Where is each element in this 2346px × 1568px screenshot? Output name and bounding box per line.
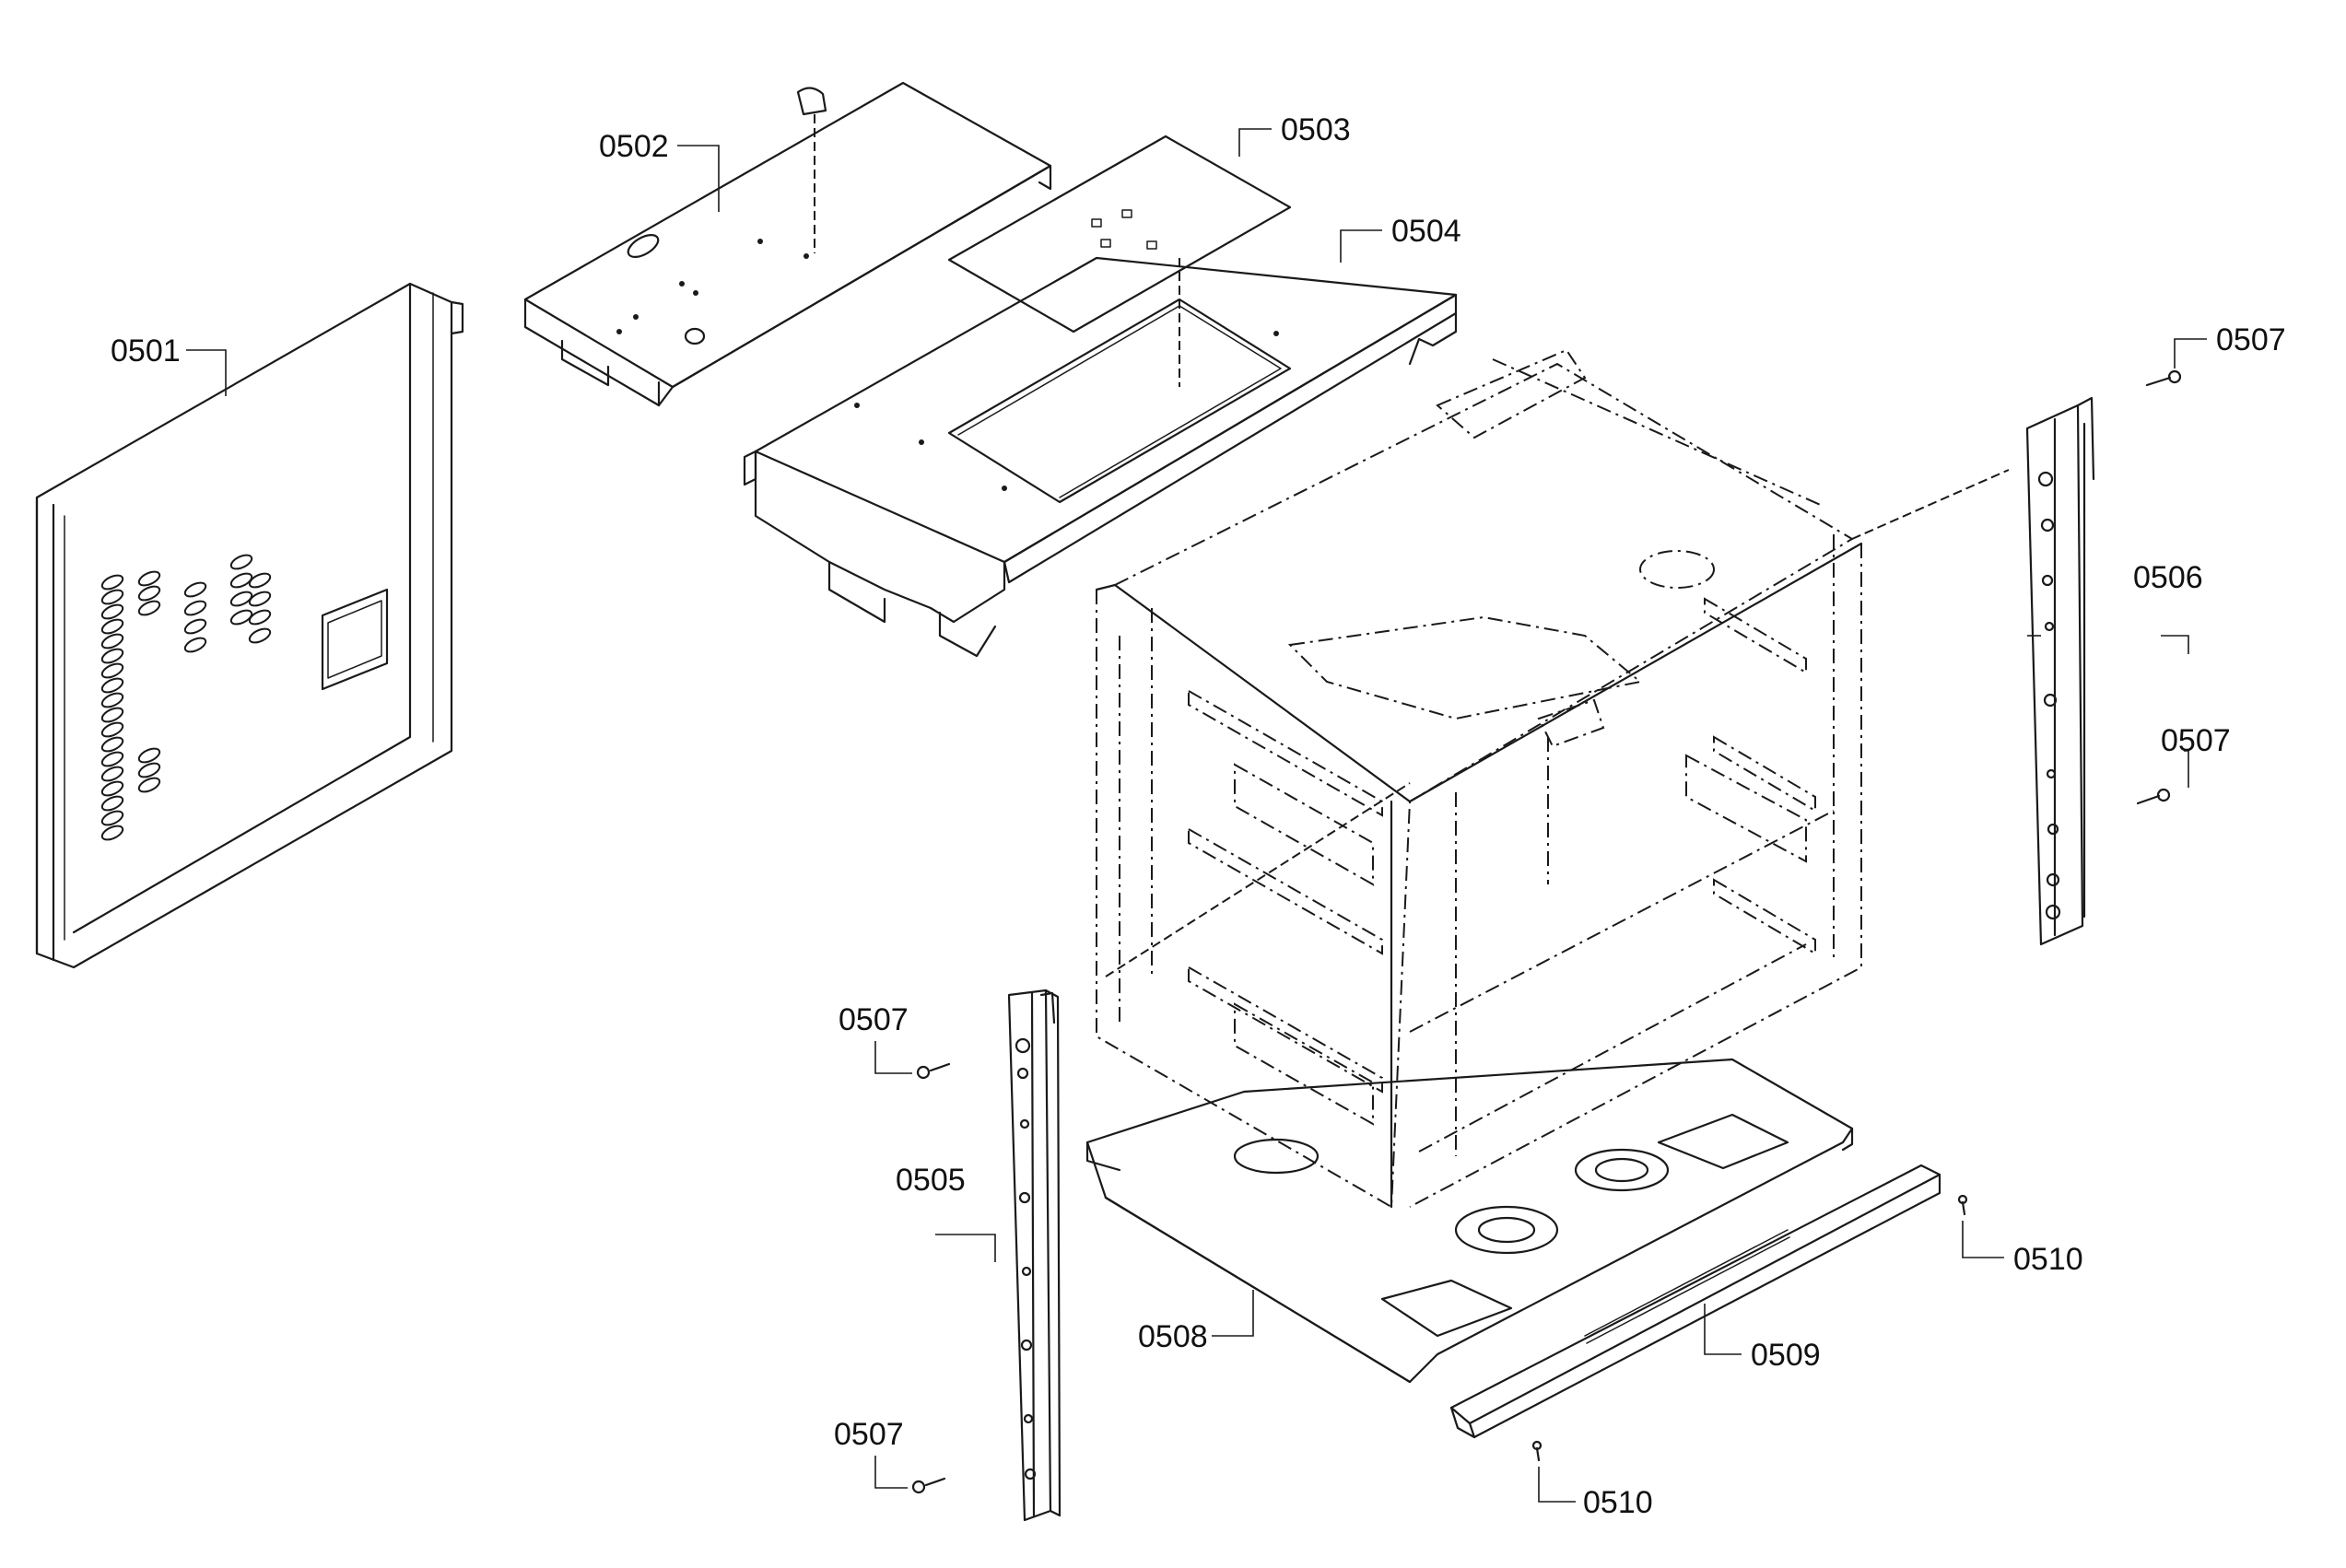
louver-slot: [229, 572, 253, 589]
louver-slot: [100, 662, 124, 679]
louver-slot: [137, 585, 161, 602]
louver-slot: [100, 780, 124, 797]
callout-0508: 0508: [1138, 1319, 1208, 1354]
embossed-rail: [1713, 735, 1816, 813]
leader-lines: [186, 128, 2207, 1503]
part-0506-side-rail-right: [2025, 396, 2095, 946]
screw-0507-left-lower: [911, 1477, 946, 1494]
part-0504-top-frame: [743, 256, 1458, 658]
louver-slot: [229, 609, 253, 626]
louver-slot: [229, 554, 253, 570]
louver-slot: [137, 777, 161, 793]
callout-0510-lower: 0510: [1583, 1485, 1653, 1520]
louver-slot: [100, 825, 124, 841]
louver-slot: [183, 581, 207, 598]
louver-slot: [100, 589, 124, 605]
louver-slot: [100, 751, 124, 767]
part-0503-top-plate: [947, 135, 1292, 387]
louver-slot: [248, 591, 272, 607]
callout-0506: 0506: [2133, 560, 2203, 595]
louver-slot: [100, 707, 124, 723]
callout-0507-left-lower: 0507: [834, 1417, 904, 1452]
louver-slot: [229, 591, 253, 607]
callout-0501: 0501: [111, 333, 181, 369]
louver-slot: [100, 795, 124, 812]
embossed-rail: [1188, 827, 1383, 955]
embossed-rail: [1704, 597, 1807, 674]
embossed-slot: [1685, 754, 1807, 863]
louver-slot: [248, 609, 272, 626]
louver-slot: [100, 766, 124, 782]
screw-0510-right: [1957, 1194, 1968, 1216]
louver-slot: [100, 692, 124, 708]
callout-0507-left-upper: 0507: [839, 1002, 909, 1037]
oven-cavity: [1095, 348, 2010, 1209]
louver-slot: [183, 618, 207, 635]
louver-slot: [100, 677, 124, 694]
louver-slot: [183, 637, 207, 653]
callout-0510-right: 0510: [2013, 1242, 2083, 1277]
louver-slot: [137, 600, 161, 616]
embossed-rail: [1188, 689, 1383, 817]
screw-0507-left-upper: [916, 1062, 951, 1080]
louver-slot: [100, 633, 124, 649]
louver-slot: [100, 810, 124, 826]
callout-0507-lower-right: 0507: [2161, 723, 2231, 758]
callout-0507-upper-right: 0507: [2216, 322, 2286, 357]
callout-labels: 0501 0502 0503 0504 0505 0506 0507 0507 …: [111, 112, 2286, 1520]
louver-slot: [137, 747, 161, 764]
louver-slot: [248, 627, 272, 644]
embossed-slot: [1234, 763, 1374, 886]
callout-0509: 0509: [1751, 1338, 1821, 1373]
louver-slot: [137, 570, 161, 587]
screw-0507-lower-right: [2136, 788, 2171, 805]
part-0509-front-trim: [1449, 1164, 1941, 1439]
part-0505-side-rail-left: [1007, 989, 1062, 1522]
callout-0505: 0505: [896, 1163, 966, 1198]
louver-slot: [183, 600, 207, 616]
louver-slot: [100, 603, 124, 620]
callout-0503: 0503: [1281, 112, 1351, 147]
callout-0502: 0502: [599, 129, 669, 164]
louver-slot: [100, 721, 124, 738]
screw-0507-upper-right: [2145, 369, 2182, 387]
louver-slot: [248, 572, 272, 589]
embossed-rail: [1713, 878, 1816, 955]
louver-slot: [100, 736, 124, 753]
screw-0510-lower: [1531, 1440, 1542, 1462]
screws: [911, 369, 2182, 1494]
louver-slot: [100, 574, 124, 591]
louver-slot: [100, 648, 124, 664]
part-0508-bottom-pan: [1085, 1058, 1854, 1384]
louver-slot: [137, 762, 161, 778]
part-0502-top-bracket: [523, 81, 1052, 407]
callout-0504: 0504: [1391, 214, 1461, 249]
embossed-slot: [1234, 1002, 1374, 1126]
part-0501-side-panel: [35, 282, 464, 969]
louver-slot: [100, 618, 124, 635]
embossed-rail: [1188, 965, 1383, 1094]
